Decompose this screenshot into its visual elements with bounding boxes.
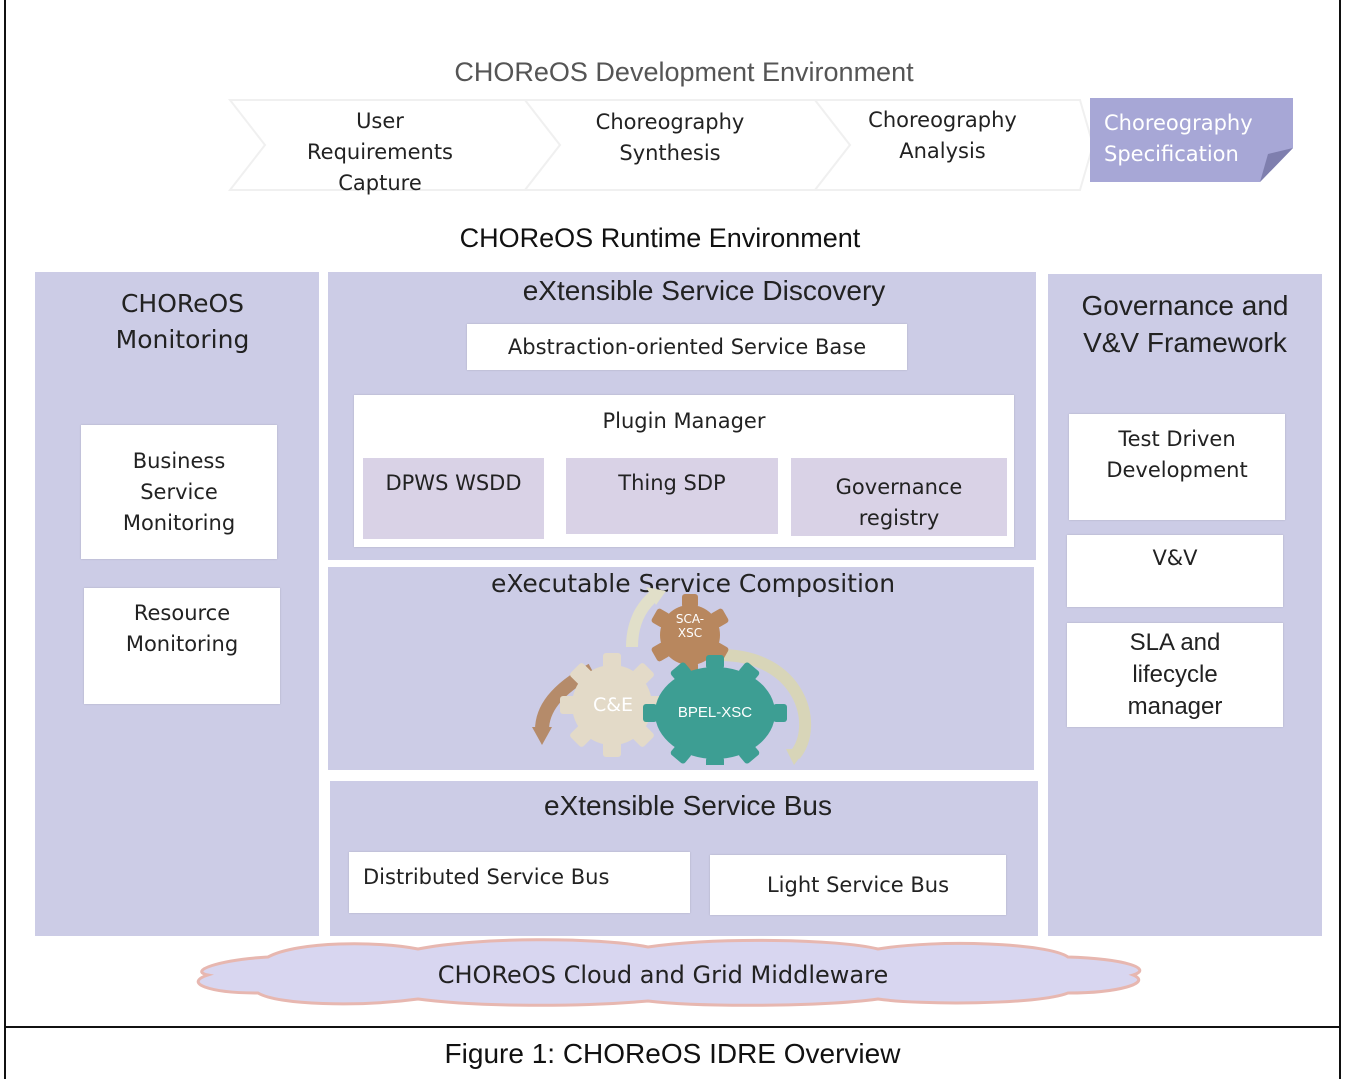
process-step-synthesis: Choreography Synthesis — [595, 109, 745, 165]
business-service-monitoring: Business Service Monitoring — [81, 425, 277, 559]
caption-box: Figure 1: CHOReOS IDRE Overview — [4, 1026, 1341, 1079]
cloud-shape — [196, 938, 1142, 1007]
specification-label: Choreography Specification — [1104, 111, 1253, 166]
governance-title: Governance and V&V Framework — [1081, 290, 1289, 358]
process-arrows — [227, 99, 1095, 191]
bus-title: eXtensible Service Bus — [544, 790, 832, 821]
specification-note-shape — [1090, 98, 1293, 182]
left-cycle-arrowhead — [532, 727, 552, 745]
plugin-thing-sdp: Thing SDP — [566, 458, 778, 534]
cloud-label: CHOReOS Cloud and Grid Middleware — [437, 960, 889, 989]
figure-caption: Figure 1: CHOReOS IDRE Overview — [444, 1037, 901, 1069]
sla-lifecycle-manager: SLA and lifecycle manager — [1067, 623, 1283, 727]
light-service-bus: Light Service Bus — [710, 855, 1006, 915]
plugin-dpws-wsdd: DPWS WSDD — [363, 458, 544, 539]
composition-title: eXecutable Service Composition — [490, 569, 896, 598]
top-cycle-arrowhead — [646, 587, 666, 605]
discovery-title: eXtensible Service Discovery — [522, 275, 886, 306]
test-driven-development: Test Driven Development — [1069, 414, 1285, 520]
top-cycle-arrow — [626, 590, 659, 648]
process-step-analysis: Choreography Analysis — [868, 107, 1017, 163]
development-title: CHOReOS Development Environment — [454, 56, 914, 87]
gear-label-sca: SCA- XSC — [675, 612, 705, 640]
gear-label-bpel: BPEL-XSC — [677, 703, 753, 721]
process-step-requirements: User Requirements Capture — [307, 109, 453, 195]
gear-label-ce: C&E — [592, 694, 634, 716]
monitoring-title: CHOReOS Monitoring — [115, 289, 250, 354]
bpel-gear — [643, 655, 787, 765]
vv-box: V&V — [1067, 535, 1283, 607]
right-cycle-arrowhead — [786, 749, 806, 765]
distributed-service-bus: Distributed Service Bus — [349, 852, 690, 913]
right-cycle-arrow — [719, 649, 812, 759]
composition-gears — [532, 587, 812, 765]
process-step-shape-3 — [812, 99, 1095, 191]
plugin-governance-registry: Governance registry — [791, 458, 1007, 536]
service-base: Abstraction-oriented Service Base — [467, 324, 907, 370]
runtime-title: CHOReOS Runtime Environment — [459, 222, 861, 253]
resource-monitoring: Resource Monitoring — [84, 588, 280, 704]
plugin-manager-title: Plugin Manager — [602, 408, 766, 433]
